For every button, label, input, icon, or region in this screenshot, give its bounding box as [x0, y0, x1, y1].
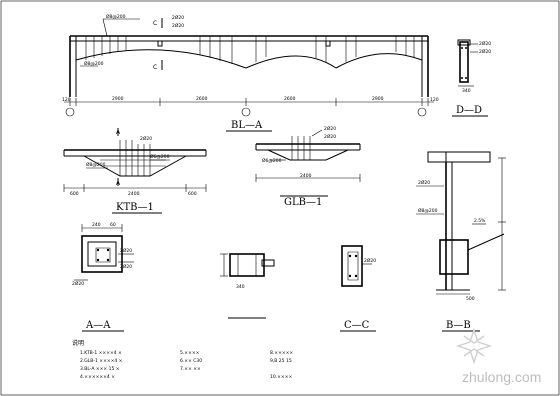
- ktb-1-section-a-bottom: A: [116, 180, 121, 187]
- bl-a-dim-2: 2600: [196, 96, 208, 102]
- bl-a-section-c-top: C: [153, 20, 157, 27]
- b-b-title: B—B: [446, 320, 471, 331]
- bl-a-rebar-top: Ø8@200: [106, 13, 126, 20]
- notes-block: 说明 1.KTB-1 ××××4 × 2.GLB-1 ××××4 × 3.BL-…: [72, 339, 293, 380]
- a-a-rebar-label-2: 2Ø20: [120, 263, 132, 270]
- d-d-rebar-top: 2Ø20: [479, 40, 491, 47]
- bl-a-dim-left: 120: [62, 97, 71, 103]
- note-6: 6.×× C30: [180, 358, 202, 364]
- ktb-1-rebar-label: Ø6@200: [150, 153, 170, 160]
- a-a-rebar-label: 2Ø20: [120, 247, 132, 254]
- glb-1-rebar-label: Ø6@200: [262, 157, 282, 164]
- note-10: 10.××××: [270, 374, 292, 380]
- note-5: 5.××××: [180, 350, 200, 356]
- bl-a-dim-1: 2900: [112, 96, 124, 102]
- ktb-1-title: KTB—1: [116, 202, 154, 213]
- watermark-logo-icon: [455, 327, 493, 365]
- bl-a-elevation: C C Ø8@200 2Ø20 2Ø20 Ø8@200 120 2900 260…: [62, 13, 439, 132]
- note-1: 1.KTB-1 ××××4 ×: [80, 350, 122, 356]
- a-a-dim-top: 240: [92, 222, 101, 228]
- center-detail: 340: [220, 253, 275, 319]
- b-b-dim: 500: [466, 296, 475, 302]
- b-b-slope: 2.5%: [474, 218, 486, 224]
- note-2: 2.GLB-1 ××××4 ×: [80, 358, 123, 364]
- glb-1-dim: 2400: [300, 173, 312, 179]
- a-a-rebar-label-3: 2Ø20: [72, 280, 84, 287]
- watermark: zhulong.com: [455, 327, 541, 385]
- ktb-1-elevation: A A Ø6@200 Ø8@200 2Ø20 600 2400 600 KTB—…: [63, 128, 207, 214]
- bl-a-axis-bubble-right: [417, 107, 427, 117]
- glb-1-elevation: 2Ø20 2Ø20 Ø6@200 2400 GLB—1: [255, 125, 361, 208]
- ktb-1-rebar-top: 2Ø20: [140, 135, 152, 142]
- b-b-section: 2Ø20 Ø8@200 2.5% 500 B—B: [416, 151, 506, 332]
- b-b-rebar-label: 2Ø20: [418, 179, 430, 186]
- glb-1-rebar-top-2: 2Ø20: [324, 133, 336, 140]
- bl-a-axis-bubble-left: [65, 107, 75, 117]
- notes-heading: 说明: [72, 339, 84, 347]
- note-3: 3.BL-A ××× 15 ×: [80, 366, 120, 372]
- bl-a-rebar-main-1: 2Ø20: [172, 14, 184, 21]
- center-dim: 340: [236, 284, 245, 290]
- note-7: 7.×× ××: [180, 366, 201, 372]
- glb-1-rebar-top: 2Ø20: [324, 125, 336, 132]
- bl-a-dim-3: 2600: [284, 96, 296, 102]
- b-b-rebar-label-2: Ø8@200: [418, 207, 438, 214]
- bl-a-rebar-main-2: 2Ø20: [172, 22, 184, 29]
- a-a-title: A—A: [85, 320, 111, 331]
- d-d-rebar-mid: 2Ø20: [479, 48, 491, 55]
- bl-a-dim-4: 2900: [372, 96, 384, 102]
- note-9: 9,B 25 15: [270, 358, 292, 364]
- bl-a-section-c-bottom: C: [153, 64, 157, 71]
- ktb-1-dim-right: 600: [188, 191, 197, 197]
- a-a-section: 240 60 2Ø20 2Ø20 2Ø20 A—A: [72, 222, 134, 332]
- d-d-dim: 340: [462, 88, 471, 94]
- ktb-1-section-a-top: A: [116, 129, 121, 136]
- a-a-dim-top-2: 60: [110, 222, 116, 228]
- ktb-1-dim-mid: 2400: [128, 191, 140, 197]
- ktb-1-dim-left: 600: [70, 191, 79, 197]
- c-c-rebar-label: 2Ø20: [364, 257, 376, 264]
- c-c-section: 2Ø20 C—C: [340, 245, 376, 332]
- d-d-section: 2Ø20 2Ø20 340 D—D: [452, 39, 491, 117]
- d-d-title: D—D: [456, 105, 482, 116]
- bl-a-rebar-side: Ø8@200: [84, 60, 104, 67]
- bl-a-title: BL—A: [231, 120, 263, 131]
- watermark-text: zhulong.com: [462, 369, 541, 385]
- c-c-title: C—C: [344, 320, 370, 331]
- bl-a-axis-bubble-mid: [241, 107, 251, 117]
- ktb-1-rebar-label-2: Ø8@200: [86, 161, 106, 168]
- note-8: 8.×××××: [270, 350, 293, 356]
- note-4: 4.××××××4 ×: [80, 374, 115, 380]
- bl-a-dim-right: 120: [430, 97, 439, 103]
- glb-1-title: GLB—1: [284, 197, 322, 208]
